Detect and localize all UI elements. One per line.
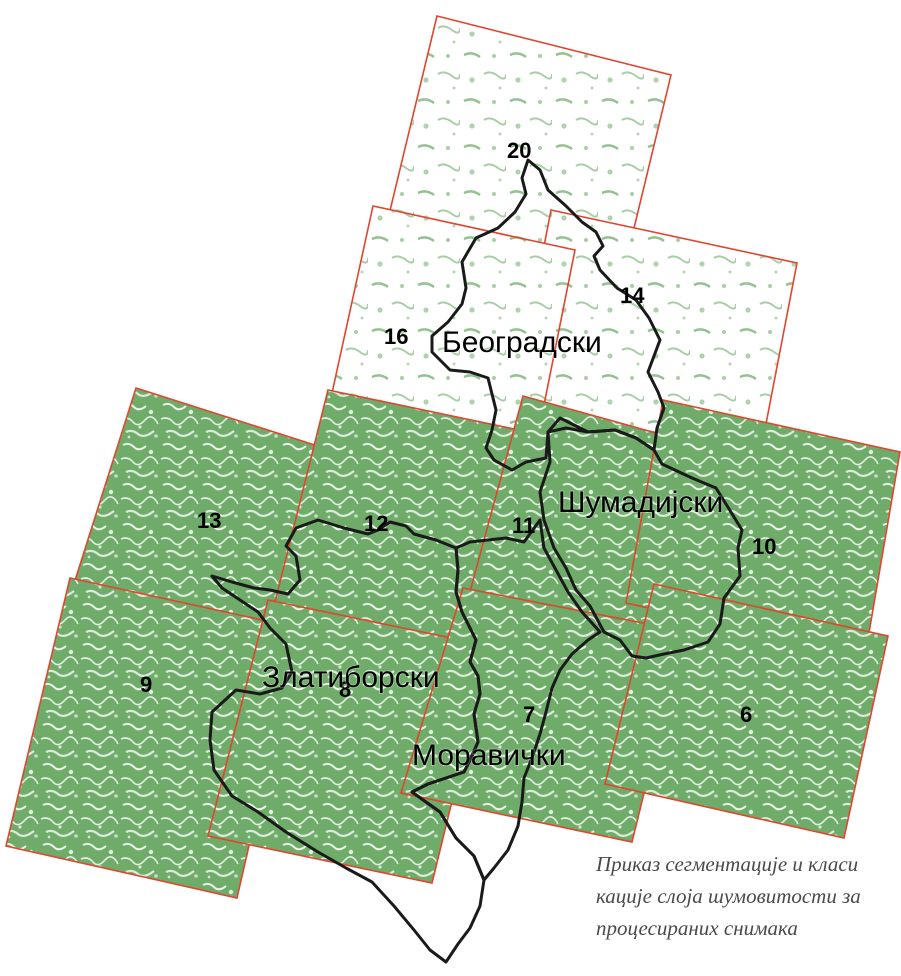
moravicki-boundary xyxy=(410,518,602,882)
sumadijski-boundary xyxy=(538,426,744,660)
tile-label-16: 16 xyxy=(384,324,408,349)
district-label-sumadijski: Шумадијски xyxy=(558,486,723,519)
tile-label-9: 9 xyxy=(140,672,152,697)
tile-labels: 20 14 16 13 12 11 10 9 8 7 6 xyxy=(140,138,776,727)
beogradski-boundary xyxy=(430,158,666,472)
tile-label-8: 8 xyxy=(339,677,351,702)
tile-label-6: 6 xyxy=(740,702,752,727)
tile-label-10: 10 xyxy=(752,534,776,559)
tile-label-14: 14 xyxy=(620,283,645,308)
district-boundaries xyxy=(208,158,744,964)
tile-label-13: 13 xyxy=(197,508,221,533)
tile-6 xyxy=(604,583,889,839)
district-label-beogradski: Београдски xyxy=(442,326,602,359)
tile-label-12: 12 xyxy=(364,511,388,536)
caption-line-1: Приказ сегментације и класи xyxy=(596,852,859,876)
district-label-zlatiborski: Златиборски xyxy=(262,661,440,694)
tile-label-7: 7 xyxy=(523,702,535,727)
map-caption: Приказ сегментације и класи кације слоја… xyxy=(596,848,901,944)
caption-line-3: процесираних снимака xyxy=(596,916,798,940)
district-label-moravicki: Моравички xyxy=(412,739,566,772)
district-labels: Београдски Шумадијски Златиборски Морави… xyxy=(261,325,724,773)
caption-line-2: кације слоја шумовитости за xyxy=(596,884,861,908)
tile-label-20: 20 xyxy=(507,138,531,163)
tile-label-11: 11 xyxy=(512,513,535,538)
tile-8 xyxy=(207,599,491,884)
